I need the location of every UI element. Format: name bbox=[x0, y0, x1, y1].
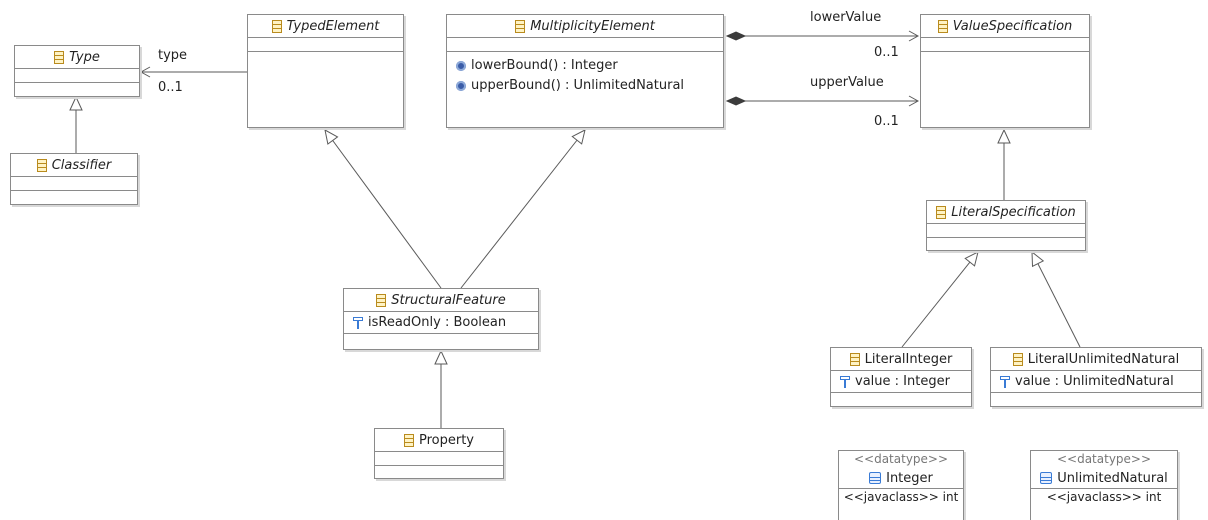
operations-compartment bbox=[991, 393, 1201, 401]
attribute-icon bbox=[1000, 375, 1010, 388]
generalization-structuralfeature-typedelement bbox=[324, 129, 442, 289]
class-value-specification-header: ValueSpecification bbox=[921, 15, 1089, 38]
class-icon bbox=[937, 19, 948, 33]
datatype-stereotype: <<datatype>> bbox=[1056, 452, 1152, 466]
attributes-compartment: value : UnlimitedNatural bbox=[991, 371, 1201, 393]
class-literal-specification-name: LiteralSpecification bbox=[951, 204, 1076, 220]
upper-value-multiplicity-label: 0..1 bbox=[874, 114, 899, 129]
datatype-icon bbox=[1040, 472, 1053, 484]
operation-row[interactable]: lowerBound() : Integer bbox=[456, 56, 723, 76]
attributes-compartment bbox=[248, 38, 403, 52]
class-multiplicity-element-header: MultiplicityElement bbox=[447, 15, 723, 38]
class-literal-specification-header: LiteralSpecification bbox=[927, 201, 1085, 224]
class-icon bbox=[515, 19, 526, 33]
attributes-compartment: isReadOnly : Boolean bbox=[344, 312, 538, 334]
datatype-integer-name: Integer bbox=[886, 470, 933, 486]
class-literal-unlimited-natural-name: LiteralUnlimitedNatural bbox=[1027, 351, 1180, 367]
attribute-label: isReadOnly : Boolean bbox=[368, 315, 507, 330]
class-classifier-header: Classifier bbox=[11, 154, 137, 177]
class-icon bbox=[54, 50, 65, 64]
class-literal-unlimited-natural[interactable]: LiteralUnlimitedNatural value : Unlimite… bbox=[990, 347, 1202, 407]
class-value-specification[interactable]: ValueSpecification bbox=[920, 14, 1090, 128]
datatype-javaclass: <<javaclass>> int bbox=[1046, 490, 1162, 504]
operations-compartment bbox=[15, 83, 139, 91]
generalization-literalinteger-literalspecification bbox=[901, 251, 979, 348]
operations-compartment bbox=[344, 334, 538, 342]
operation-row[interactable]: upperBound() : UnlimitedNatural bbox=[456, 76, 723, 96]
class-type-name: Type bbox=[69, 49, 100, 65]
class-icon bbox=[271, 19, 282, 33]
operation-label: upperBound() : UnlimitedNatural bbox=[471, 78, 685, 93]
class-property-name: Property bbox=[418, 432, 474, 448]
class-property-header: Property bbox=[375, 429, 503, 452]
attributes-compartment: value : Integer bbox=[831, 371, 971, 393]
class-icon bbox=[1012, 352, 1023, 366]
class-literal-integer[interactable]: LiteralInteger value : Integer bbox=[830, 347, 972, 407]
class-icon bbox=[403, 433, 414, 447]
datatype-integer[interactable]: <<datatype>> Integer <<javaclass>> int bbox=[838, 450, 964, 520]
operations-compartment: lowerBound() : Integer upperBound() : Un… bbox=[447, 52, 723, 101]
operations-compartment bbox=[11, 191, 137, 199]
class-classifier-name: Classifier bbox=[51, 157, 112, 173]
attribute-row[interactable]: isReadOnly : Boolean bbox=[353, 315, 538, 330]
operations-compartment bbox=[927, 238, 1085, 246]
operations-compartment bbox=[248, 52, 403, 60]
class-typed-element-header: TypedElement bbox=[248, 15, 403, 38]
class-typed-element[interactable]: TypedElement bbox=[247, 14, 404, 128]
class-literal-unlimited-natural-header: LiteralUnlimitedNatural bbox=[991, 348, 1201, 371]
class-structural-feature-header: StructuralFeature bbox=[344, 289, 538, 312]
type-multiplicity-label: 0..1 bbox=[158, 80, 183, 95]
attributes-compartment bbox=[927, 224, 1085, 238]
operation-icon bbox=[456, 81, 466, 91]
operation-icon bbox=[456, 61, 466, 71]
class-type-header: Type bbox=[15, 46, 139, 69]
attribute-icon bbox=[840, 375, 850, 388]
class-icon bbox=[849, 352, 860, 366]
generalization-literalunlimitednatural-literalspecification bbox=[1031, 250, 1081, 348]
class-multiplicity-element[interactable]: MultiplicityElement lowerBound() : Integ… bbox=[446, 14, 724, 128]
attribute-icon bbox=[353, 316, 363, 329]
class-structural-feature-name: StructuralFeature bbox=[391, 292, 506, 308]
class-typed-element-name: TypedElement bbox=[286, 18, 380, 34]
attribute-row[interactable]: value : Integer bbox=[840, 374, 971, 389]
attributes-compartment bbox=[11, 177, 137, 191]
lower-value-role-label: lowerValue bbox=[810, 10, 882, 25]
datatype-integer-header: Integer bbox=[839, 468, 963, 489]
class-literal-integer-name: LiteralInteger bbox=[864, 351, 953, 367]
class-value-specification-name: ValueSpecification bbox=[952, 18, 1073, 34]
attributes-compartment bbox=[447, 38, 723, 52]
class-icon bbox=[36, 158, 47, 172]
attribute-label: value : UnlimitedNatural bbox=[1015, 374, 1174, 389]
generalization-structuralfeature-multiplicityelement bbox=[460, 129, 586, 289]
datatype-unlimited-natural-header: UnlimitedNatural bbox=[1031, 468, 1177, 489]
attributes-compartment bbox=[375, 452, 503, 466]
datatype-unlimited-natural[interactable]: <<datatype>> UnlimitedNatural <<javaclas… bbox=[1030, 450, 1178, 520]
datatype-stereotype: <<datatype>> bbox=[853, 452, 949, 466]
lower-value-multiplicity-label: 0..1 bbox=[874, 45, 899, 60]
datatype-javaclass: <<javaclass>> int bbox=[843, 490, 959, 504]
operations-compartment bbox=[831, 393, 971, 401]
class-icon bbox=[376, 293, 387, 307]
operations-compartment bbox=[375, 466, 503, 474]
type-role-label: type bbox=[158, 48, 188, 63]
attribute-row[interactable]: value : UnlimitedNatural bbox=[1000, 374, 1201, 389]
operations-compartment bbox=[921, 52, 1089, 60]
class-structural-feature[interactable]: StructuralFeature isReadOnly : Boolean bbox=[343, 288, 539, 350]
class-icon bbox=[936, 205, 947, 219]
class-multiplicity-element-name: MultiplicityElement bbox=[530, 18, 655, 34]
class-type[interactable]: Type bbox=[14, 45, 140, 97]
datatype-icon bbox=[869, 472, 882, 484]
upper-value-role-label: upperValue bbox=[810, 75, 884, 90]
attributes-compartment bbox=[921, 38, 1089, 52]
class-literal-integer-header: LiteralInteger bbox=[831, 348, 971, 371]
attributes-compartment bbox=[15, 69, 139, 83]
class-classifier[interactable]: Classifier bbox=[10, 153, 138, 205]
datatype-unlimited-natural-name: UnlimitedNatural bbox=[1057, 470, 1168, 486]
operation-label: lowerBound() : Integer bbox=[471, 58, 618, 73]
attribute-label: value : Integer bbox=[855, 374, 950, 389]
class-property[interactable]: Property bbox=[374, 428, 504, 479]
class-literal-specification[interactable]: LiteralSpecification bbox=[926, 200, 1086, 251]
